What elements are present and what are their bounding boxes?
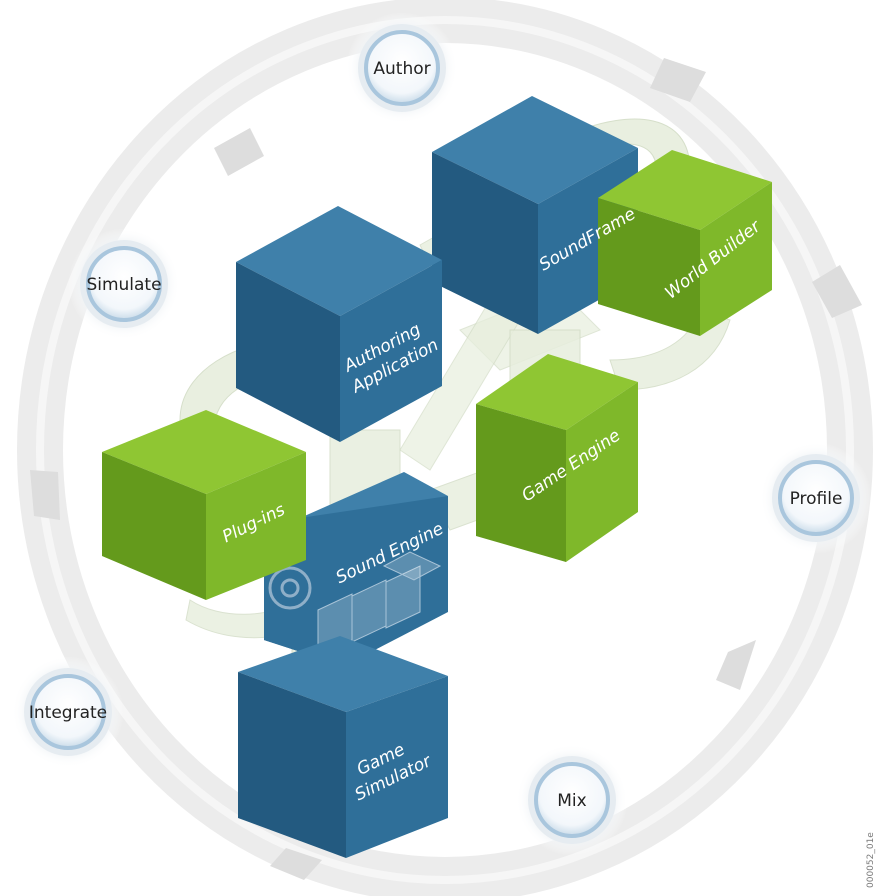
ring-arrow [270, 848, 322, 880]
step-label-author: Author [373, 59, 430, 79]
cube-sound-engine [264, 472, 448, 666]
ring-arrow [30, 470, 60, 520]
step-label-integrate: Integrate [29, 703, 107, 723]
ring-arrow [214, 128, 264, 176]
cube-authoring-application [236, 206, 442, 442]
cube-game-simulator [238, 636, 448, 858]
ring-arrows [30, 58, 862, 880]
cube-world-builder [598, 150, 772, 336]
step-label-simulate: Simulate [86, 275, 161, 295]
ring-arrow [716, 640, 756, 690]
step-label-profile: Profile [790, 489, 843, 509]
step-node-integrate: Integrate [12, 656, 124, 768]
ring-arrow [812, 265, 862, 318]
figure-code: 000052_01e [866, 832, 876, 888]
step-node-author: Author [346, 12, 458, 124]
step-node-profile: Profile [760, 442, 872, 554]
ring-arrow [650, 58, 706, 102]
gear-icon [268, 566, 312, 610]
cube-game-engine [476, 354, 638, 562]
cube-plugins [102, 410, 306, 600]
step-label-mix: Mix [557, 791, 586, 811]
step-node-simulate: Simulate [68, 228, 180, 340]
sound-engine-inner-cubes [317, 551, 442, 657]
workflow-ring [17, 0, 873, 896]
step-node-mix: Mix [516, 744, 628, 856]
